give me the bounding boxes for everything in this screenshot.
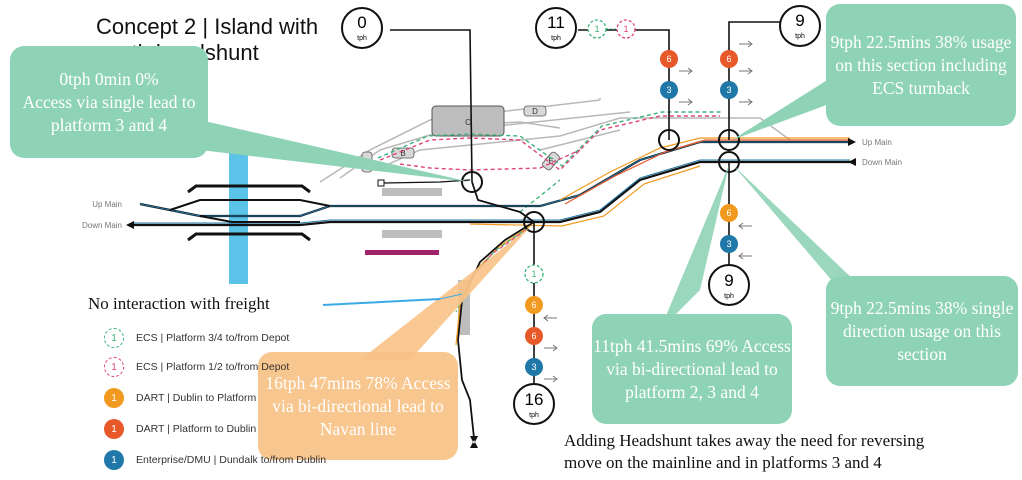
down-main-label-left: Down Main	[82, 221, 122, 230]
platform-lower	[382, 230, 442, 238]
dart-marker-bottom-right: 6	[720, 204, 752, 230]
tph-unit: tph	[357, 35, 367, 42]
platform-upper	[382, 188, 442, 196]
marker-num: 1	[623, 24, 628, 34]
tph-value: 9	[724, 271, 733, 290]
tph-unit: tph	[529, 412, 539, 419]
dart-marker-top-right: 6	[720, 50, 753, 75]
down-main-label-right: Down Main	[862, 158, 902, 167]
callout-top-right-pointer	[732, 72, 840, 140]
dart-marker-top-mid: 6	[660, 50, 693, 75]
platform-siding	[365, 250, 439, 255]
tph-value: 16	[525, 390, 544, 409]
legend-item-enterprise: 1 Enterprise/DMU | Dundalk to/from Dubli…	[104, 449, 326, 471]
up-main-label-right: Up Main	[862, 138, 892, 147]
ecs-marker-green-top: 1	[587, 19, 607, 39]
legend-item-ecs-platform-12: 1 ECS | Platform 1/2 to/from Depot	[104, 356, 289, 378]
legend-label: Enterprise/DMU | Dundalk to/from Dublin	[136, 454, 327, 466]
callout-left-pointer	[200, 120, 470, 182]
headshunt-note-line2: move on the mainline and in platforms 3 …	[564, 453, 882, 472]
legend-icon: 1	[104, 357, 124, 377]
tph-value: 0	[357, 13, 366, 32]
legend-label: DART | Platform to Dublin	[136, 423, 257, 435]
marker-num: 6	[531, 300, 536, 310]
marker-num: 3	[726, 85, 731, 95]
enterprise-marker-top-right: 3	[720, 81, 753, 106]
marker-num: 6	[726, 54, 731, 64]
up-main-label-left: Up Main	[92, 200, 122, 209]
legend-item-ecs-platform-34: 1 ECS | Platform 3/4 to/from Depot	[104, 327, 289, 349]
legend-icon: 1	[104, 328, 124, 348]
river	[229, 142, 248, 284]
dart-marker-bottom-mid-red: 6	[525, 327, 558, 352]
down-main-left-arrow	[126, 221, 134, 229]
freight-note: No interaction with freight	[88, 294, 270, 313]
marker-num: 6	[666, 54, 671, 64]
enterprise-marker-bottom-mid: 3	[525, 358, 558, 383]
tph-node-top-left: 0 tph	[341, 7, 383, 49]
up-main-arrow	[848, 138, 856, 146]
legend-item-dart-dublin-to-platform: 1 DART | Dublin to Platform	[104, 387, 256, 409]
callout-center-pointer	[660, 165, 729, 330]
callout-center: 11tph 41.5mins 69% Access via bi-directi…	[592, 314, 792, 424]
legend-label: ECS | Platform 3/4 to/from Depot	[136, 332, 290, 344]
marker-num: 1	[531, 269, 536, 279]
tph-node-top-right: 9 tph	[779, 5, 821, 47]
depot-shed-b	[391, 147, 415, 159]
buffer-stop	[377, 179, 385, 187]
legend-label: ECS | Platform 1/2 to/from Depot	[136, 361, 290, 373]
callout-mid-right: 9tph 22.5mins 38% single direction usage…	[826, 276, 1018, 386]
marker-num: 3	[666, 85, 671, 95]
bridge-bottom	[187, 232, 311, 242]
marker-num: 3	[531, 362, 536, 372]
callout-bottom-pointer	[360, 226, 531, 360]
tph-node-bottom-right: 9 tph	[708, 264, 750, 306]
dart-marker-bottom-mid-orange: 6	[525, 296, 557, 322]
callout-left: 0tph 0min 0% Access via single lead to p…	[10, 46, 208, 158]
freight-pointer-tip	[439, 293, 463, 300]
tph-node-bottom-mid: 16 tph	[513, 383, 555, 425]
marker-num: 6	[726, 208, 731, 218]
ecs-marker-green-bottom: 1	[524, 264, 544, 284]
tph-unit: tph	[795, 33, 805, 40]
tph-value: 9	[795, 11, 804, 30]
depot-label-b: B	[400, 149, 405, 158]
ecs-marker-pink-top: 1	[616, 19, 636, 39]
enterprise-marker-bottom-right: 3	[720, 235, 752, 260]
legend-icon: 1	[104, 419, 124, 439]
bridge-top	[187, 184, 311, 194]
legend-item-dart-platform-to-dublin: 1 DART | Platform to Dublin	[104, 418, 256, 440]
depot-label-d: D	[532, 107, 538, 116]
down-main-arrow	[848, 158, 856, 166]
marker-num: 1	[594, 24, 599, 34]
depot-shed-c	[431, 105, 505, 137]
headshunt-arrows	[470, 436, 478, 448]
marker-num: 6	[531, 331, 536, 341]
callout-top-right: 9tph 22.5mins 38% usage on this section …	[826, 4, 1016, 126]
junction-nodes	[461, 129, 740, 233]
legend-icon: 1	[104, 388, 124, 408]
flow-arrow	[739, 40, 753, 48]
marker-num: 3	[726, 239, 731, 249]
legend-icon: 1	[104, 450, 124, 470]
tph-node-top-mid: 11 tph	[535, 7, 577, 49]
callout-mid-right-pointer	[733, 165, 875, 300]
depot-label-c: C	[465, 118, 471, 127]
enterprise-marker-top-mid: 3	[660, 81, 693, 106]
depot-shed-d	[523, 105, 547, 117]
tph-unit: tph	[551, 35, 561, 42]
freight-pointer-line	[322, 298, 441, 306]
callout-bottom: 16tph 47mins 78% Access via bi-direction…	[258, 352, 458, 460]
tph-value: 11	[547, 13, 565, 32]
legend-label: DART | Dublin to Platform	[136, 392, 257, 404]
tph-unit: tph	[724, 293, 734, 300]
depot-label-e: E	[548, 157, 553, 166]
headshunt-note-line1: Adding Headshunt takes away the need for…	[564, 431, 925, 450]
